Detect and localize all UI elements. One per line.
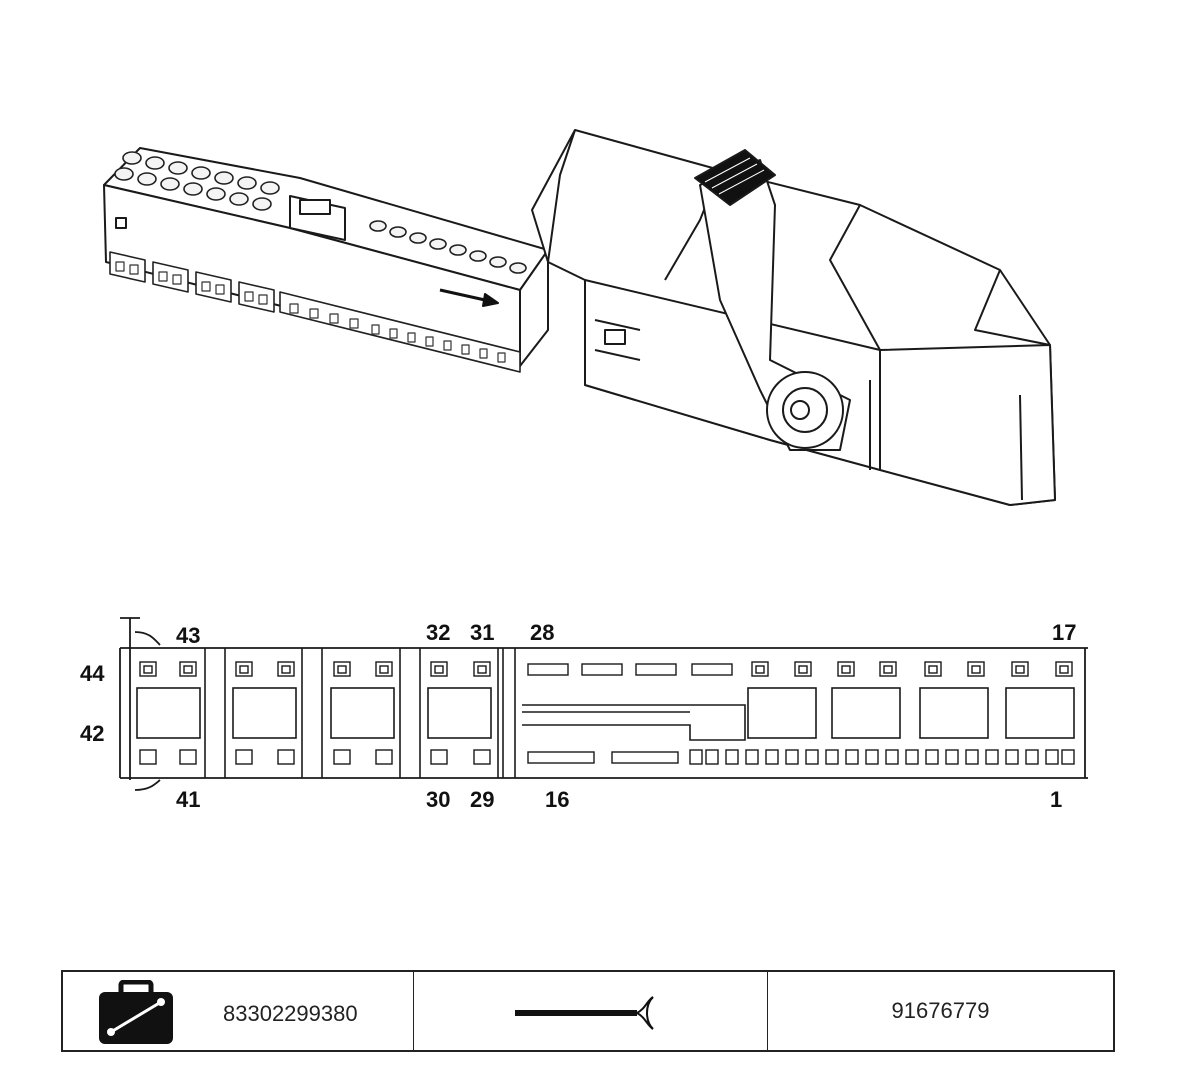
part-number: 91676779 [891, 998, 990, 1023]
repair-kit-case-icon [99, 980, 173, 1044]
connector-housing-drawing [531, 129, 1056, 506]
pin-label-30: 30 [426, 787, 450, 812]
pin-layout-diagram [119, 617, 1088, 791]
pin-number-labels: 43 32 31 28 17 44 42 41 30 29 16 1 [80, 620, 1076, 812]
connector-insert-drawing [103, 147, 549, 373]
wire-terminal-cell [413, 972, 767, 1050]
pin-label-32: 32 [426, 620, 450, 645]
pin-label-16: 16 [545, 787, 569, 812]
repair-kit-number: 83302299380 [223, 1001, 358, 1026]
pin-label-43: 43 [176, 623, 200, 648]
repair-kit-cell: 83302299380 [63, 972, 413, 1050]
wire-terminal-icon [514, 996, 654, 1030]
pin-label-17: 17 [1052, 620, 1076, 645]
pin-label-41: 41 [176, 787, 200, 812]
pin-label-29: 29 [470, 787, 494, 812]
pin-label-42: 42 [80, 721, 104, 746]
part-number-cell: 91676779 [767, 972, 1113, 1050]
pin-label-31: 31 [470, 620, 494, 645]
pin-label-44: 44 [80, 661, 105, 686]
pin-label-28: 28 [530, 620, 554, 645]
parts-table: 83302299380 91676779 [61, 970, 1115, 1052]
pin-label-1: 1 [1050, 787, 1062, 812]
